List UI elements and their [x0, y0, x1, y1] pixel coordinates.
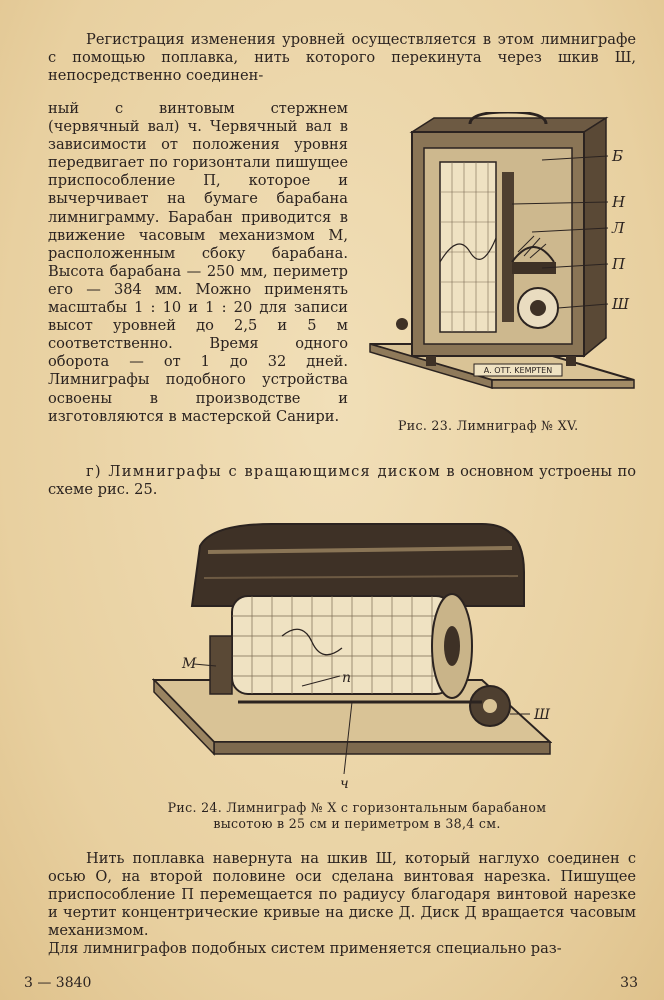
label-ch: ч: [340, 776, 349, 792]
figure-24-caption: Рис. 24. Лимниграф № X с горизонтальным …: [167, 800, 547, 831]
figure-24-limnigraph-x: М п Ш ч: [152, 523, 552, 792]
figure-23-caption: Рис. 23. Лимниграф № XV.: [398, 418, 579, 433]
bottom-paragraph-text: Нить поплавка навернута на шкив Ш, котор…: [48, 850, 636, 940]
label-p: П: [611, 255, 626, 273]
label-b: Б: [611, 147, 623, 165]
intro-paragraph-wrapped: ный с винтовым стержнем (червячный вал) …: [48, 100, 348, 425]
figure-23-limnigraph-xv: Б Н Л П Ш A. OTT. KEMPTEN: [369, 112, 635, 390]
paragraph-g: г) Лимниграфы с вращающимся диском в осн…: [48, 463, 636, 499]
paragraph-g-lead: г) Лимниграфы с вращающимся диском: [86, 463, 441, 480]
label-sh: Ш: [611, 295, 630, 313]
paragraph-g-rest: в основном устроены по схеме рис. 25.: [48, 463, 636, 499]
intro-paragraph-start: Регистрация изменения уровней осуществля…: [48, 31, 636, 85]
label-l: Л: [611, 219, 625, 237]
label-m: М: [181, 656, 197, 672]
label-sh: Ш: [533, 707, 551, 723]
bottom-paragraph: Нить поплавка навернута на шкив Ш, котор…: [48, 850, 636, 959]
label-n: Н: [611, 193, 626, 211]
label-p: п: [342, 670, 351, 686]
bottom-paragraph-continued: Для лимниграфов подобных систем применяе…: [48, 940, 562, 958]
nameplate-text: A. OTT. KEMPTEN: [484, 366, 552, 375]
page-number: 33: [620, 975, 638, 991]
print-signature: 3 — 3840: [24, 975, 92, 991]
